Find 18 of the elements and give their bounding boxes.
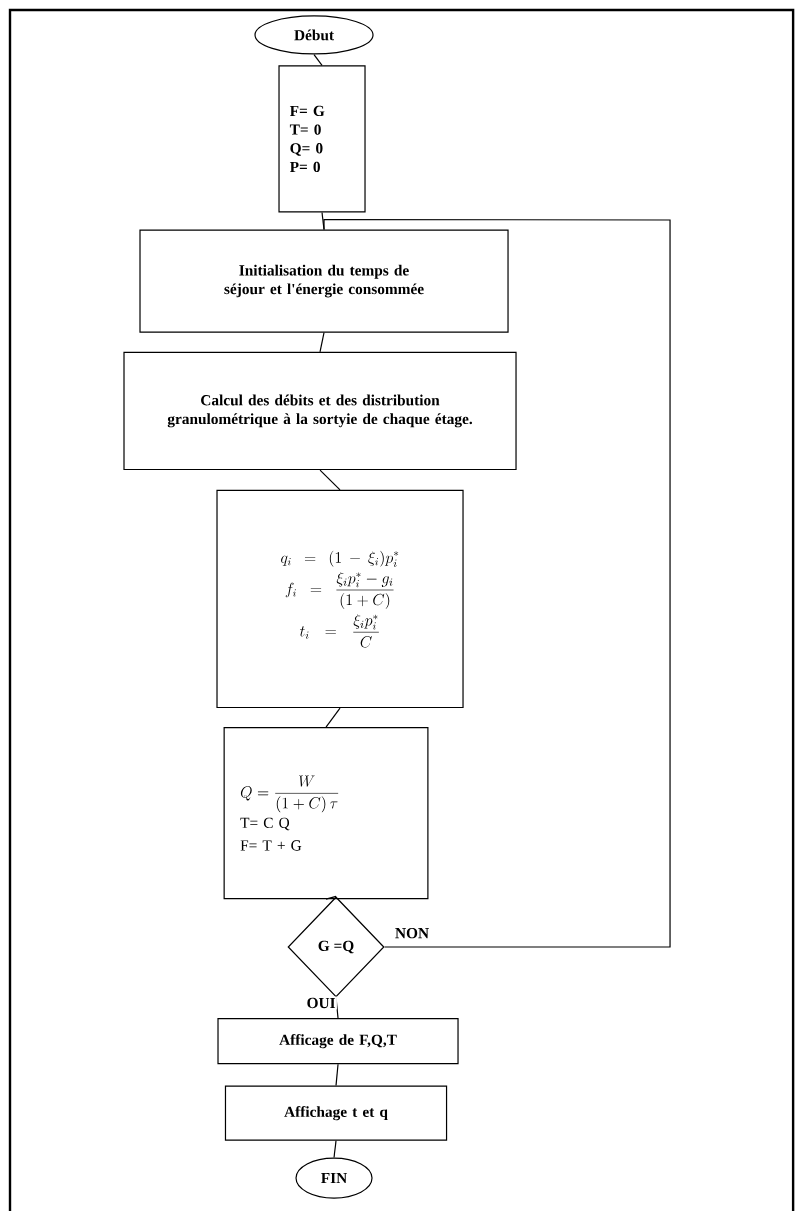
formula-box: $Q= \frac{W}{(1+C)\,\tau}$ T= C Q F= T + G <box>223 727 429 900</box>
connector-line <box>333 1140 337 1159</box>
connector-line <box>313 53 323 66</box>
connector-line <box>319 332 325 353</box>
connector-line <box>321 211 325 231</box>
connector-line <box>325 895 337 900</box>
connector-line <box>325 707 341 728</box>
edge-label: NON <box>393 926 431 940</box>
connector-line <box>323 218 671 948</box>
edge-label: OUI <box>305 996 337 1010</box>
connector-line <box>319 469 341 491</box>
formula-box: $q_i = (1-\xi_i)p_i^*$ $f_i = \frac{\xi_i p_i^* - g_i}{(1+C)}$ $t_i = \frac{\xi_i p_i^*}{C}$ <box>216 489 464 709</box>
output-box: Afficage de F,Q,T <box>217 1018 459 1065</box>
process-box: F= G T= 0 Q= 0 P= 0 <box>278 65 366 213</box>
process-box: Calcul des débits et des distribution granulométrique à la sortyie de chaque étage. <box>123 351 517 471</box>
process-box: Initialisation du temps de séjour et l'énergie consommée <box>139 229 509 333</box>
output-box: Affichage t et q <box>224 1085 448 1141</box>
connector-line <box>335 1063 339 1087</box>
